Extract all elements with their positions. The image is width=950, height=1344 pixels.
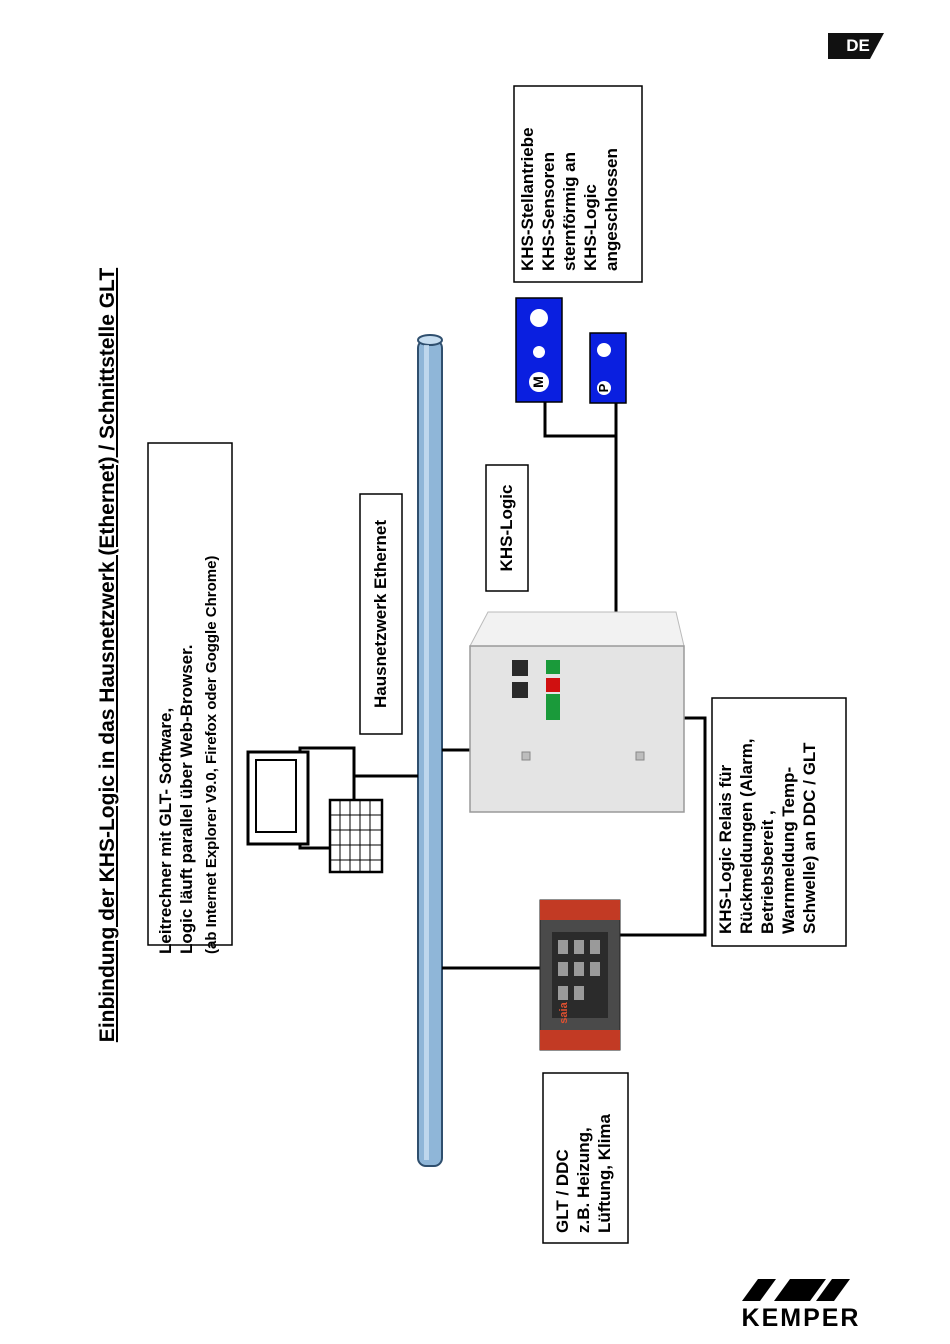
leitrechner-line-2: Logic läuft parallel über Web-Browser. bbox=[177, 644, 196, 954]
leitrechner-box bbox=[147, 442, 233, 946]
language-badge-shape bbox=[828, 33, 884, 59]
stellantriebe-label: KHS-Stellantriebe KHS-Sensoren sternförm… bbox=[513, 87, 643, 279]
stellantriebe-line-4: KHS-Logic bbox=[581, 184, 600, 271]
stellantriebe-line-2: KHS-Sensoren bbox=[539, 151, 558, 271]
glt-ddc-box bbox=[542, 1072, 629, 1244]
leitrechner-line-1: Leitrechner mit GLT- Software, bbox=[156, 707, 175, 954]
hausnetzwerk-box bbox=[359, 493, 403, 735]
language-badge: DE bbox=[846, 36, 870, 55]
page-title: Einbindung der KHS-Logic in das Hausnetz… bbox=[96, 267, 119, 1043]
glt-ddc-line-1: GLT / DDC bbox=[553, 1149, 572, 1233]
relais-box bbox=[711, 697, 847, 947]
motor-icon: M bbox=[530, 376, 546, 388]
glt-ddc-line-3: Lüftung, Klima bbox=[595, 1114, 614, 1233]
ethernet-bus bbox=[417, 334, 443, 1167]
khs-logic-label: KHS-Logic bbox=[497, 484, 516, 572]
khs-logic-box bbox=[485, 464, 529, 592]
relais-line-5: Schwelle) an DDC / GLT bbox=[800, 742, 819, 934]
relais-line-4: Warnmeldung Temp- bbox=[779, 766, 798, 934]
relais-line-2: Rückmeldungen (Alarm, bbox=[737, 738, 756, 934]
stellantriebe-line-3: sternförmig an bbox=[560, 151, 579, 271]
sensor-icon: P bbox=[596, 383, 611, 393]
leitrechner-note: (ab Internet Explorer V9.0, Firefox oder… bbox=[203, 555, 220, 954]
sensor-block bbox=[589, 332, 627, 404]
glt-ddc-line-2: z.B. Heizung, bbox=[574, 1127, 593, 1233]
controller-brand: saia bbox=[558, 1002, 570, 1024]
hausnetzwerk-label: Hausnetzwerk Ethernet bbox=[371, 520, 390, 708]
kemper-logo: KEMPER bbox=[741, 1304, 861, 1332]
ddc-controller bbox=[539, 899, 621, 1051]
leitrechner-label: Leitrechner mit GLT- Software, Logic läu… bbox=[149, 464, 229, 964]
control-cabinet bbox=[469, 611, 685, 813]
connection-lines bbox=[352, 402, 707, 970]
relais-line-1: KHS-Logic Relais für bbox=[716, 764, 735, 934]
actuator-block bbox=[515, 297, 563, 403]
kemper-logo-mark bbox=[742, 1279, 850, 1301]
relais-label: KHS-Logic Relais für Rückmeldungen (Alar… bbox=[711, 698, 845, 942]
computer-icon bbox=[246, 746, 384, 874]
relais-line-3: Betriebsbereit , bbox=[758, 810, 777, 934]
stellantriebe-line-5: angeschlossen bbox=[602, 148, 621, 271]
glt-ddc-label: GLT / DDC z.B. Heizung, Lüftung, Klima bbox=[546, 1075, 626, 1241]
stellantriebe-line-1: KHS-Stellantriebe bbox=[518, 127, 537, 271]
stellantriebe-box bbox=[513, 85, 643, 283]
